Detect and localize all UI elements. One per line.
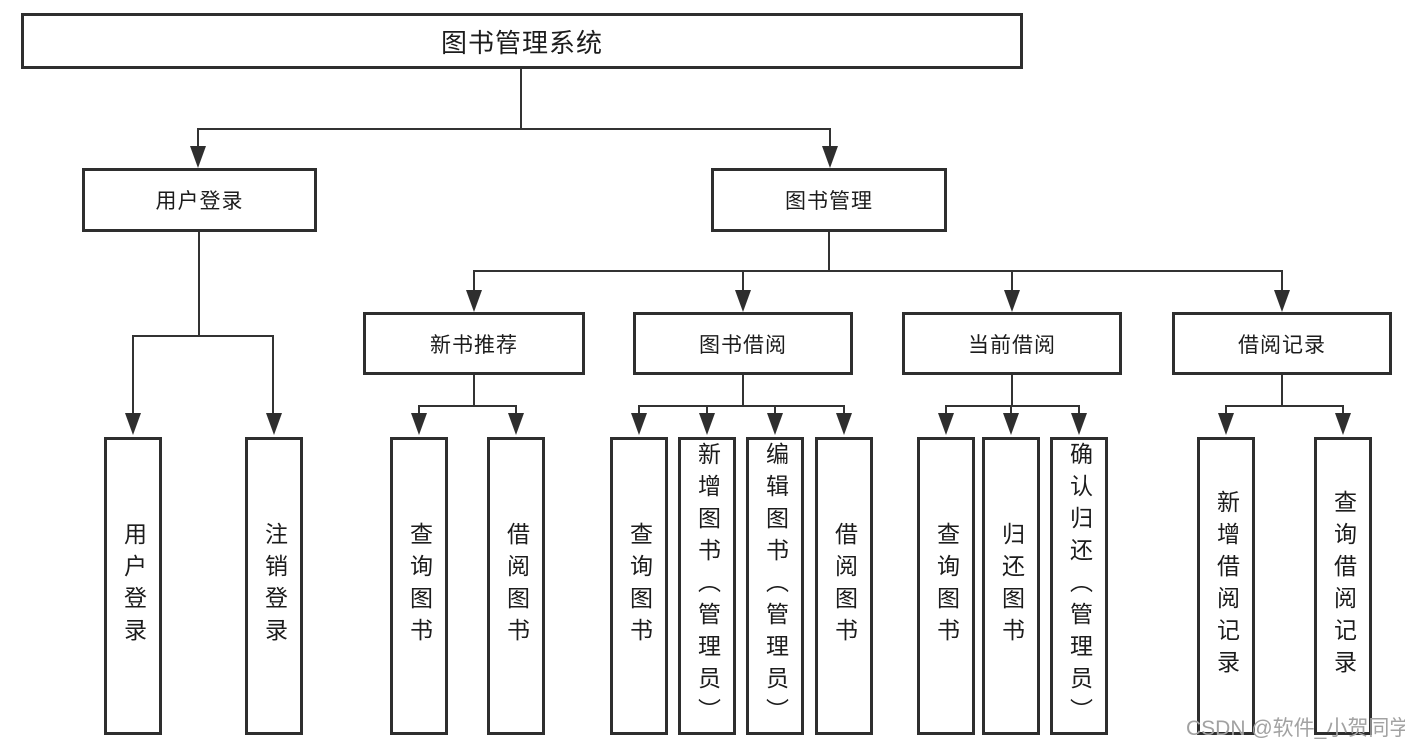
edge-line [132, 335, 274, 337]
node-leaf-add-borrow-record: 新增借阅记录 [1197, 437, 1255, 735]
edge-line [1011, 375, 1013, 406]
edge-line [1011, 270, 1013, 291]
edge-line [515, 405, 517, 415]
node-label: 注销登录 [261, 522, 288, 650]
edge-line [742, 270, 744, 291]
edge-line [473, 375, 475, 406]
node-leaf-add-books-admin: 新增图书（管理员） [678, 437, 736, 735]
node-leaf-return-books: 归还图书 [982, 437, 1040, 735]
edge-line [272, 335, 274, 413]
node-borrowing-records: 借阅记录 [1172, 312, 1392, 375]
edge-line [473, 270, 1283, 272]
arrowhead-icon [822, 146, 838, 168]
node-leaf-borrow-books: 借阅图书 [815, 437, 873, 735]
edge-line [1078, 405, 1080, 415]
node-label: 用户登录 [120, 522, 147, 650]
edge-line [132, 335, 134, 413]
edge-line [473, 270, 475, 291]
node-book-borrowing: 图书借阅 [633, 312, 853, 375]
arrowhead-icon [735, 290, 751, 312]
arrowhead-icon [411, 413, 427, 435]
node-label: 编辑图书（管理员） [762, 442, 789, 730]
node-leaf-user-login: 用户登录 [104, 437, 162, 735]
node-label: 查询借阅记录 [1330, 490, 1357, 682]
edge-line [520, 69, 522, 129]
arrowhead-icon [266, 413, 282, 435]
node-label: 归还图书 [998, 522, 1025, 650]
node-label: 新书推荐 [430, 333, 518, 357]
edge-line [1342, 405, 1344, 415]
edge-line [706, 405, 708, 415]
node-leaf-logout: 注销登录 [245, 437, 303, 735]
node-new-book-recommendation: 新书推荐 [363, 312, 585, 375]
arrowhead-icon [767, 413, 783, 435]
edge-line [1281, 270, 1283, 291]
edge-line [638, 405, 640, 415]
edge-line [843, 405, 845, 415]
node-current-borrowing: 当前借阅 [902, 312, 1122, 375]
edge-line [1225, 405, 1344, 407]
edge-line [198, 232, 200, 336]
arrowhead-icon [466, 290, 482, 312]
node-label: 查询图书 [626, 522, 653, 650]
node-leaf-borrow-books-recommend: 借阅图书 [487, 437, 545, 735]
node-leaf-edit-books-admin: 编辑图书（管理员） [746, 437, 804, 735]
edge-line [197, 128, 199, 148]
edge-line [1281, 375, 1283, 406]
edge-line [742, 375, 744, 406]
node-label: 用户登录 [155, 190, 244, 213]
arrowhead-icon [1335, 413, 1351, 435]
node-label: 图书管理系统 [440, 27, 603, 58]
edge-line [1225, 405, 1227, 415]
arrowhead-icon [631, 413, 647, 435]
node-label: 新增图书（管理员） [694, 442, 721, 730]
arrowhead-icon [190, 146, 206, 168]
node-user-login: 用户登录 [82, 168, 317, 232]
node-label: 当前借阅 [968, 333, 1056, 357]
edge-line [945, 405, 1080, 407]
node-label: 查询图书 [406, 522, 433, 650]
arrowhead-icon [508, 413, 524, 435]
arrowhead-icon [836, 413, 852, 435]
node-leaf-query-books-recommend: 查询图书 [390, 437, 448, 735]
node-leaf-query-borrow-record: 查询借阅记录 [1314, 437, 1372, 735]
edge-line [774, 405, 776, 415]
node-label: 查询图书 [933, 522, 960, 650]
node-leaf-query-books-current: 查询图书 [917, 437, 975, 735]
arrowhead-icon [1003, 413, 1019, 435]
node-label: 确认归还（管理员） [1066, 442, 1093, 730]
node-book-management: 图书管理 [711, 168, 947, 232]
node-library-management-system: 图书管理系统 [21, 13, 1023, 69]
arrowhead-icon [938, 413, 954, 435]
edge-line [197, 128, 831, 130]
node-label: 图书管理 [785, 190, 873, 213]
arrowhead-icon [699, 413, 715, 435]
csdn-watermark: CSDN @软件_小贺同学 [1186, 717, 1405, 740]
node-label: 图书借阅 [699, 333, 787, 357]
node-label: 借阅图书 [831, 522, 858, 650]
arrowhead-icon [1004, 290, 1020, 312]
edge-line [1010, 405, 1012, 415]
edge-line [828, 232, 830, 272]
arrowhead-icon [125, 413, 141, 435]
edge-line [418, 405, 517, 407]
node-leaf-query-books-borrowing: 查询图书 [610, 437, 668, 735]
node-label: 借阅图书 [503, 522, 530, 650]
edge-line [829, 128, 831, 148]
edge-line [945, 405, 947, 415]
arrowhead-icon [1274, 290, 1290, 312]
node-label: 新增借阅记录 [1213, 490, 1240, 682]
edge-line [418, 405, 420, 415]
arrowhead-icon [1218, 413, 1234, 435]
node-label: 借阅记录 [1238, 333, 1326, 357]
arrowhead-icon [1071, 413, 1087, 435]
edge-line [638, 405, 844, 407]
node-leaf-confirm-return-admin: 确认归还（管理员） [1050, 437, 1108, 735]
